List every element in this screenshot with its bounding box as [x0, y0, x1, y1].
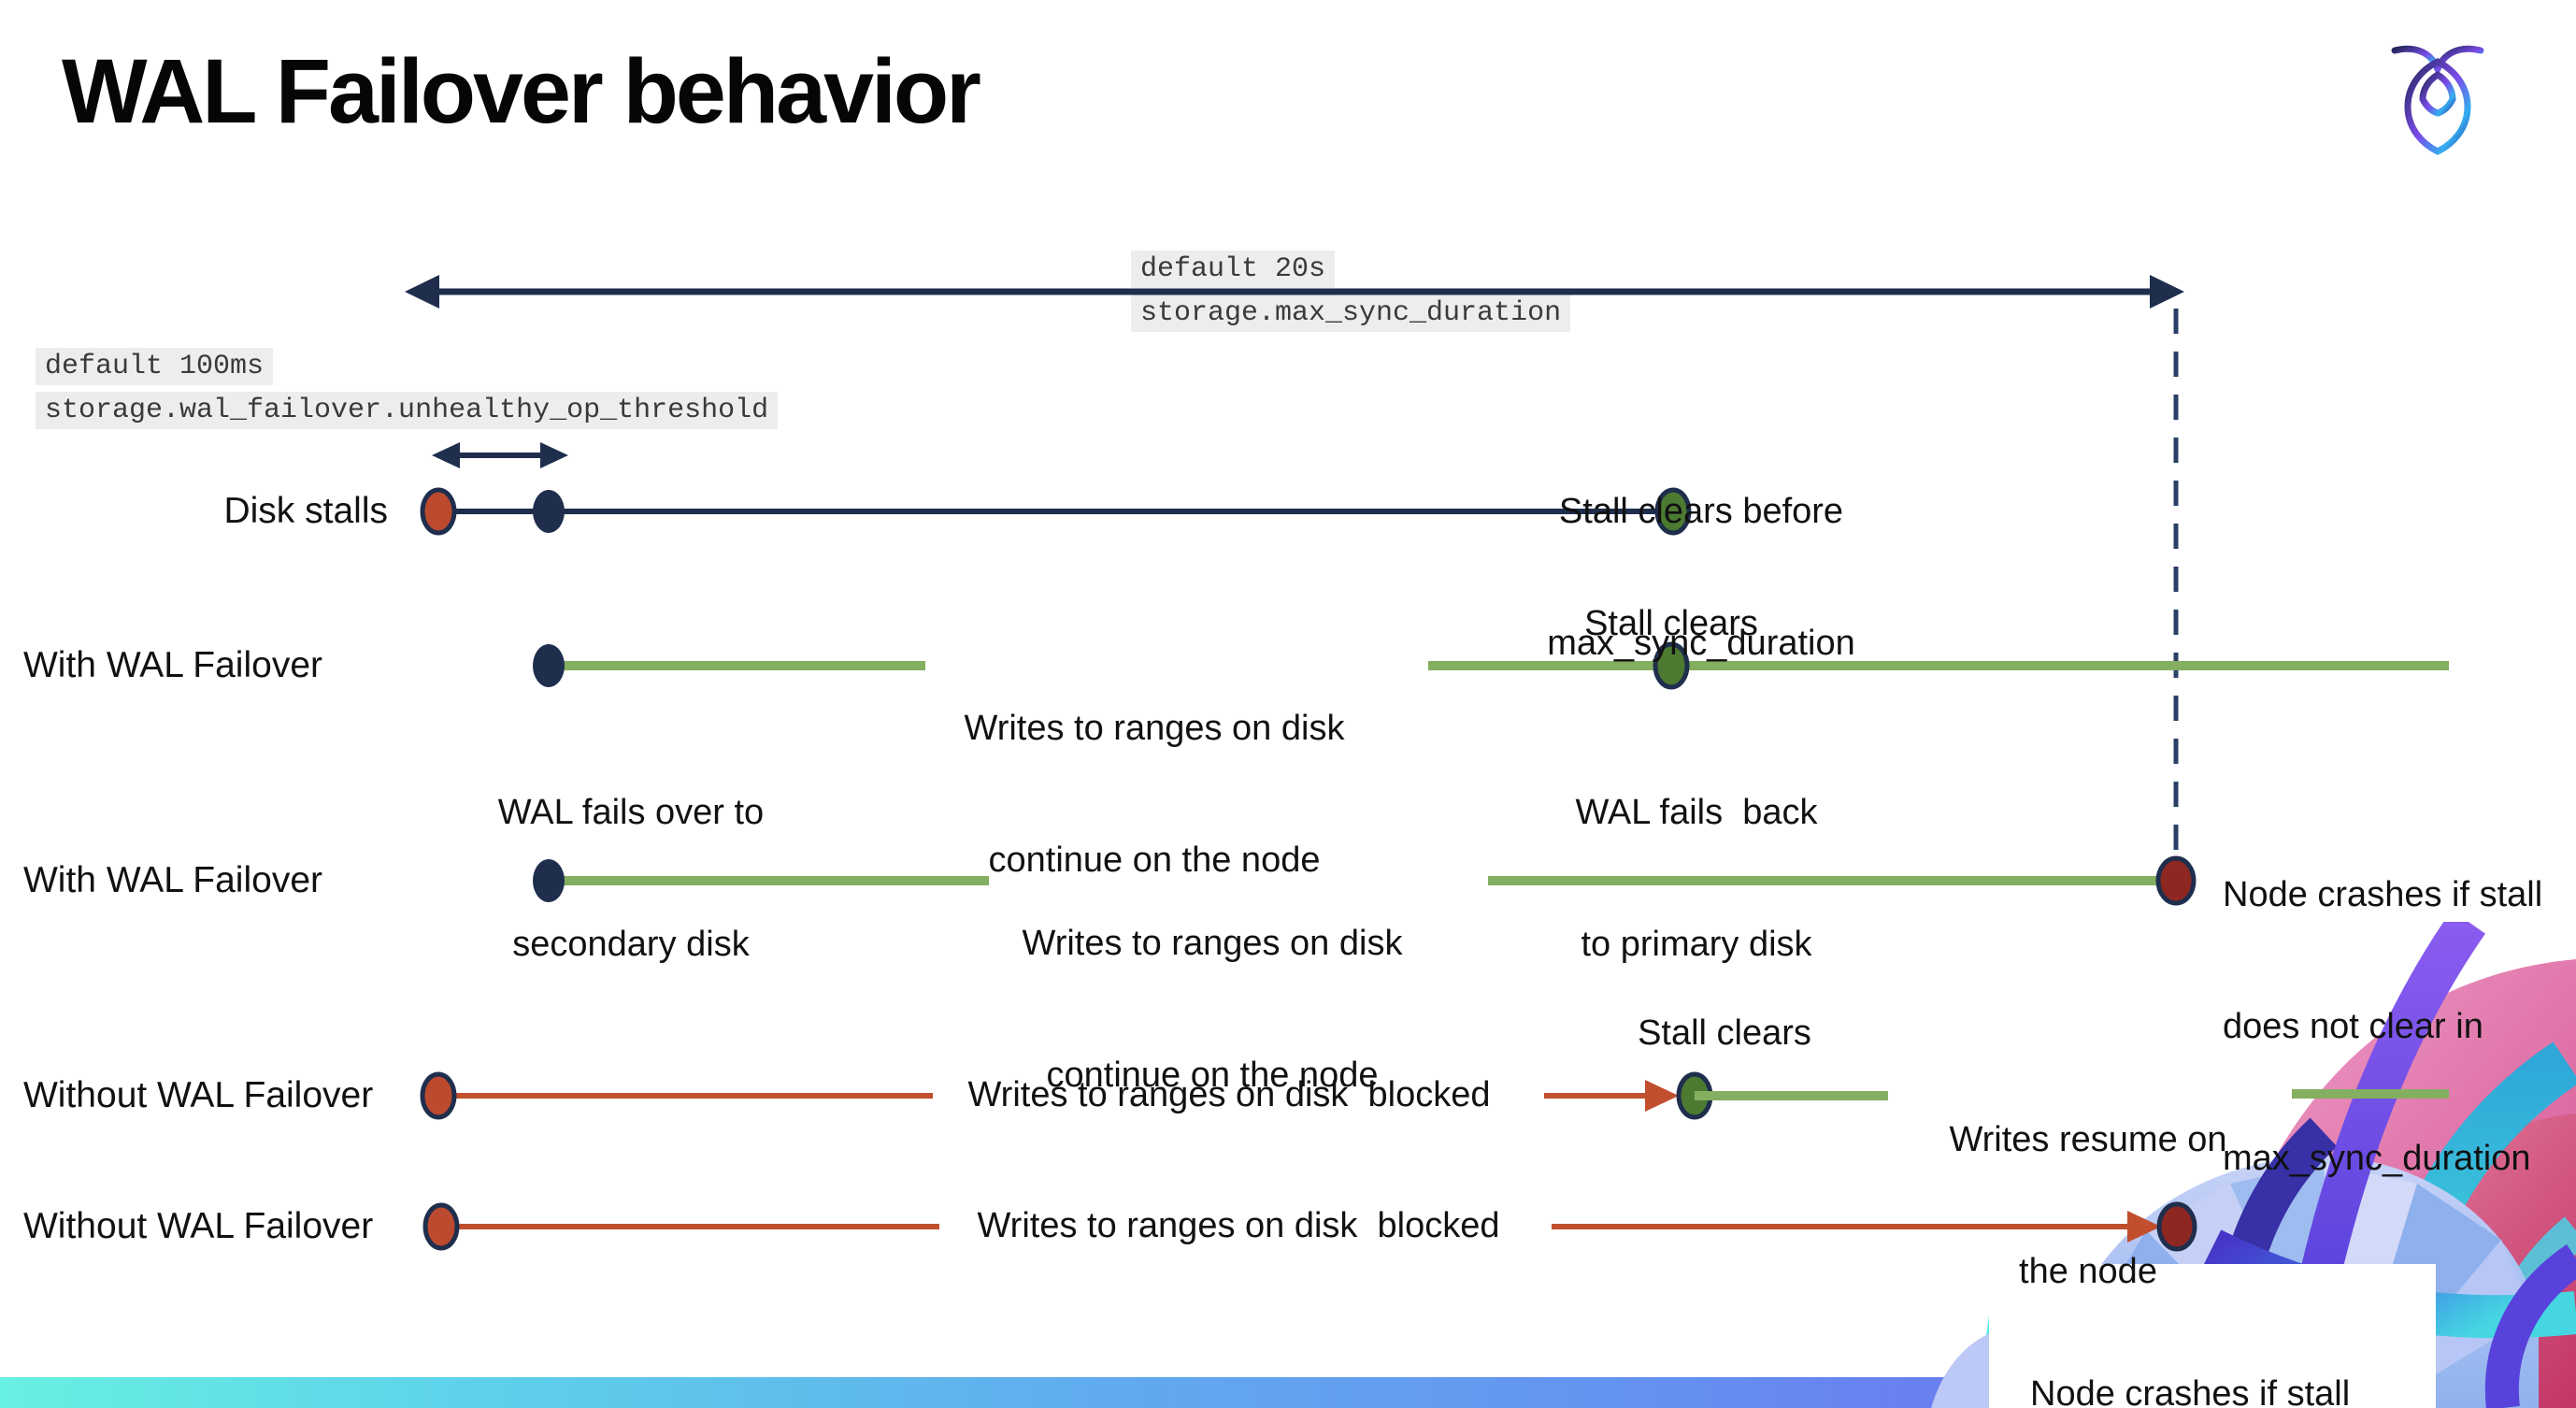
stall-clears-dot	[1676, 1071, 1713, 1120]
row-label-with-wal-failover-1: With WAL Failover	[23, 645, 322, 685]
node-crash-dot	[2155, 855, 2197, 906]
timeline-with-wal-failover-1	[533, 641, 2449, 690]
row-label-without-wal-failover-2: Without WAL Failover	[23, 1206, 374, 1246]
unhealthy-op-setting-name: storage.wal_failover.unhealthy_op_thresh…	[36, 392, 779, 429]
stall-clears-label-top: Stall clears	[1584, 604, 1758, 643]
row-label-without-wal-failover-1: Without WAL Failover	[23, 1075, 374, 1115]
stall-clears-before-label: Stall clears before max_sync_duration	[1547, 492, 1855, 663]
node-crash-right-label: Node crashes if stall does not clear in …	[2223, 875, 2543, 1178]
cockroachdb-logo-icon	[2391, 45, 2484, 155]
wal-fails-back-label: WAL fails back to primary disk	[1575, 793, 1818, 964]
unhealthy-op-threshold-span-arrow	[432, 442, 568, 468]
max-sync-default-value: default 20s	[1131, 251, 1336, 288]
arrowhead-left	[432, 442, 460, 468]
logo-paths	[2391, 45, 2484, 155]
writes-resume-label: Writes resume on the node	[1949, 1120, 2227, 1291]
node-crash-bottom-label: Node crashes if stall does not clear in …	[2030, 1374, 2351, 1408]
disk-stall-event-dot	[420, 1071, 457, 1120]
arrowhead-left	[405, 275, 439, 309]
arrowhead-right	[2150, 275, 2184, 309]
row-label-with-wal-failover-2: With WAL Failover	[23, 860, 322, 900]
max-sync-setting-name: storage.max_sync_duration	[1131, 295, 1571, 332]
unhealthy-op-default-value: default 100ms	[36, 348, 274, 385]
writes-blocked-label-2: Writes to ranges on disk blocked	[977, 1206, 1500, 1245]
page-title: WAL Failover behavior	[62, 40, 981, 142]
disk-stall-event-dot	[422, 1202, 460, 1251]
stall-clears-label-bottom: Stall clears	[1638, 1013, 1811, 1053]
wal-fails-over-label: WAL fails over to secondary disk	[497, 793, 765, 964]
node-crash-callout-box: Node crashes if stall does not clear in …	[1989, 1264, 2436, 1408]
red-arrowhead	[1645, 1080, 1679, 1112]
writes-continue-label-2: Writes to ranges on disk continue on the…	[1022, 924, 1403, 1095]
failover-dot	[533, 644, 565, 687]
threshold-reached-dot	[533, 490, 565, 533]
timeline-disk-stalls	[420, 487, 1692, 536]
arrowhead-right	[540, 442, 568, 468]
max-sync-duration-label: default 20s storage.max_sync_duration	[1131, 251, 1571, 332]
row-label-disk-stalls: Disk stalls	[223, 491, 388, 531]
unhealthy-op-threshold-label: default 100ms storage.wal_failover.unhea…	[36, 348, 779, 429]
writes-continue-label-1: Writes to ranges on disk continue on the…	[964, 709, 1345, 880]
writes-blocked-label-1: Writes to ranges on disk blocked	[967, 1075, 1491, 1114]
disk-stall-event-dot	[420, 487, 457, 536]
